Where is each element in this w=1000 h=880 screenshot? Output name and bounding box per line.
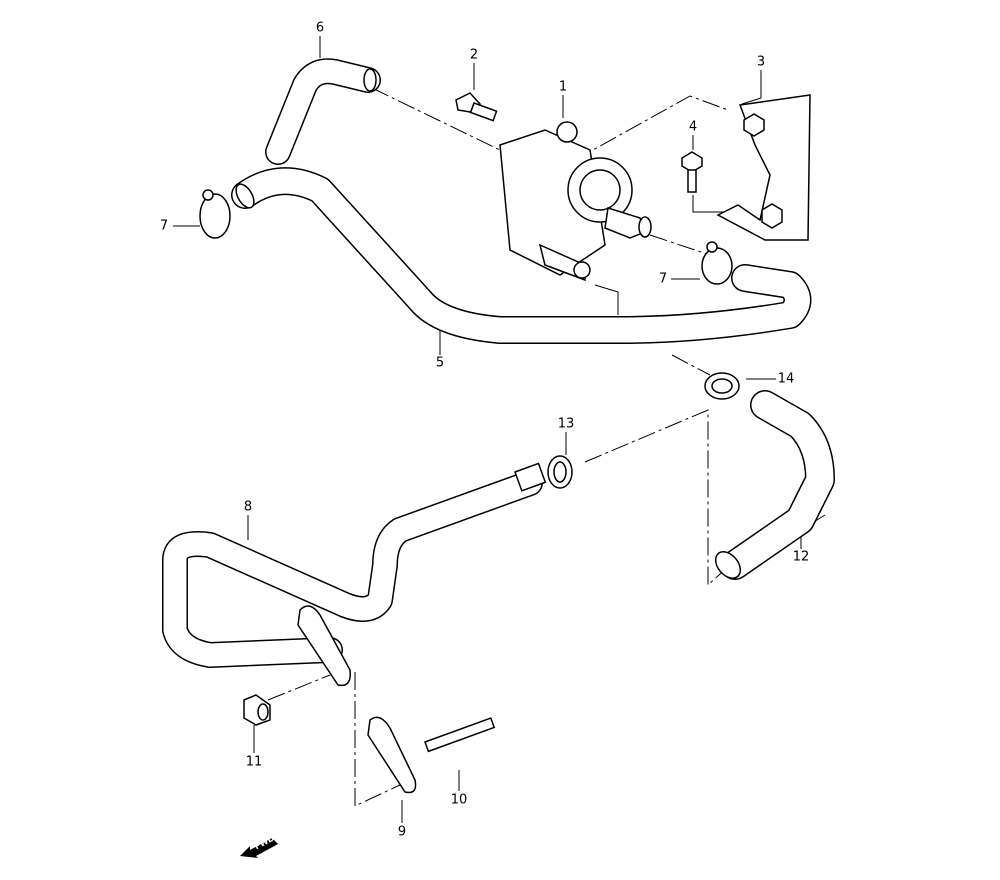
clamp-14 [704,372,740,400]
bracket-3 [716,94,811,241]
stud-10 [424,717,496,753]
hose-8 [162,462,547,668]
label-1: 1 [558,79,568,95]
clip-7 [199,189,733,285]
nut-11 [243,694,271,726]
label-5: 5 [435,355,445,371]
hose-12 [714,390,835,580]
label-9: 9 [397,824,407,840]
label-10: 10 [450,792,468,808]
bolt-2 [455,92,498,122]
label-4: 4 [688,119,698,135]
hose-5 [231,167,812,344]
label-2: 2 [469,47,479,63]
label-6: 6 [315,20,325,36]
label-11: 11 [245,754,263,770]
hose-6 [265,58,381,165]
label-8: 8 [243,499,253,515]
bolt-4 [681,151,703,193]
clamp-13 [547,455,573,489]
label-14: 14 [777,371,795,387]
label-3: 3 [756,54,766,70]
label-7b: 7 [658,271,668,287]
label-7a: 7 [159,218,169,234]
air-valve-1 [499,121,652,282]
leader-lines [173,36,826,823]
label-13: 13 [557,416,575,432]
label-12: 12 [792,549,810,565]
fwd-arrow-icon: FWD [238,832,282,860]
gasket-9 [297,605,417,794]
